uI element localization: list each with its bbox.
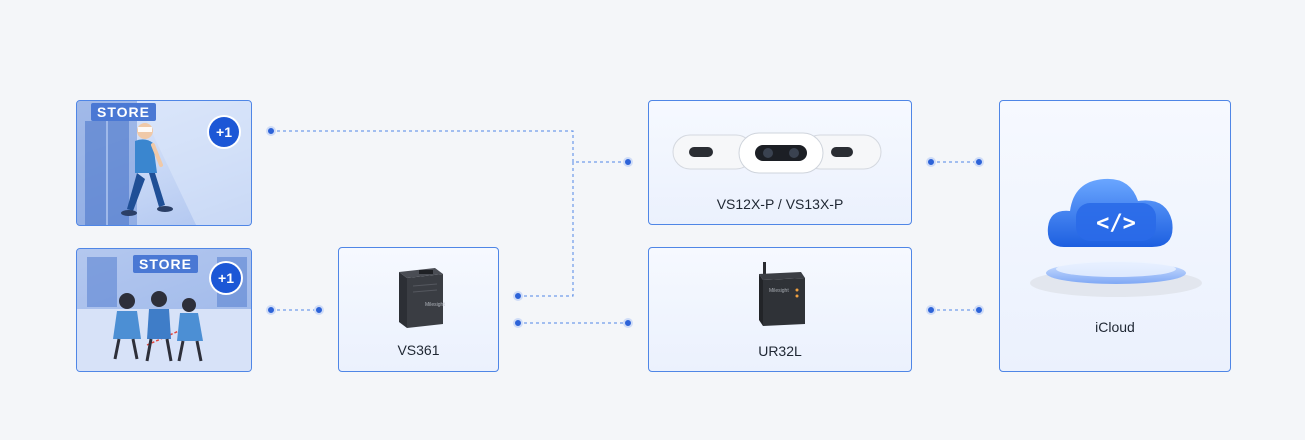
connector-dot [926,305,936,315]
device-card-vs361[interactable]: Milesight VS361 [338,247,499,372]
connector-dot [266,305,276,315]
device-label: VS12X-P / VS13X-P [716,196,844,212]
group-people-icon [77,249,251,371]
cloud-code-icon: </> [1030,178,1202,297]
connector-dot [513,318,523,328]
connector-dot [513,291,523,301]
count-badge: +1 [209,117,239,147]
router-icon: Milesight [759,262,805,326]
device-card-cloud[interactable]: </> iCloud [999,100,1231,372]
svg-text:Milesight: Milesight [769,288,789,294]
connector-dot [974,305,984,315]
device-card-ur32l[interactable]: Milesight UR32L [648,247,912,372]
connector-dot [314,305,324,315]
line-scene1-to-vs12x [271,130,628,163]
store-sign: STORE [133,255,198,273]
connector-dot [926,157,936,167]
device-label: UR32L [758,343,802,359]
connector-dot [623,157,633,167]
device-card-vs12x[interactable]: VS12X-P / VS13X-P [648,100,912,225]
scene-store-entry: STORE +1 [76,100,252,226]
store-sign: STORE [91,103,156,121]
svg-text:Milesight: Milesight [425,302,445,308]
camera-sensor-icon [672,132,882,174]
controller-box-icon: Milesight [399,268,445,328]
connector-dot [623,318,633,328]
count-badge: +1 [211,263,241,293]
device-label: iCloud [1095,319,1135,335]
line-vs361-to-vs12x [518,162,574,297]
svg-text:</>: </> [1096,211,1136,236]
device-label: VS361 [397,342,440,358]
connector-dot [974,157,984,167]
connector-dot [266,126,276,136]
scene-group-entry: STORE +1 [76,248,252,372]
